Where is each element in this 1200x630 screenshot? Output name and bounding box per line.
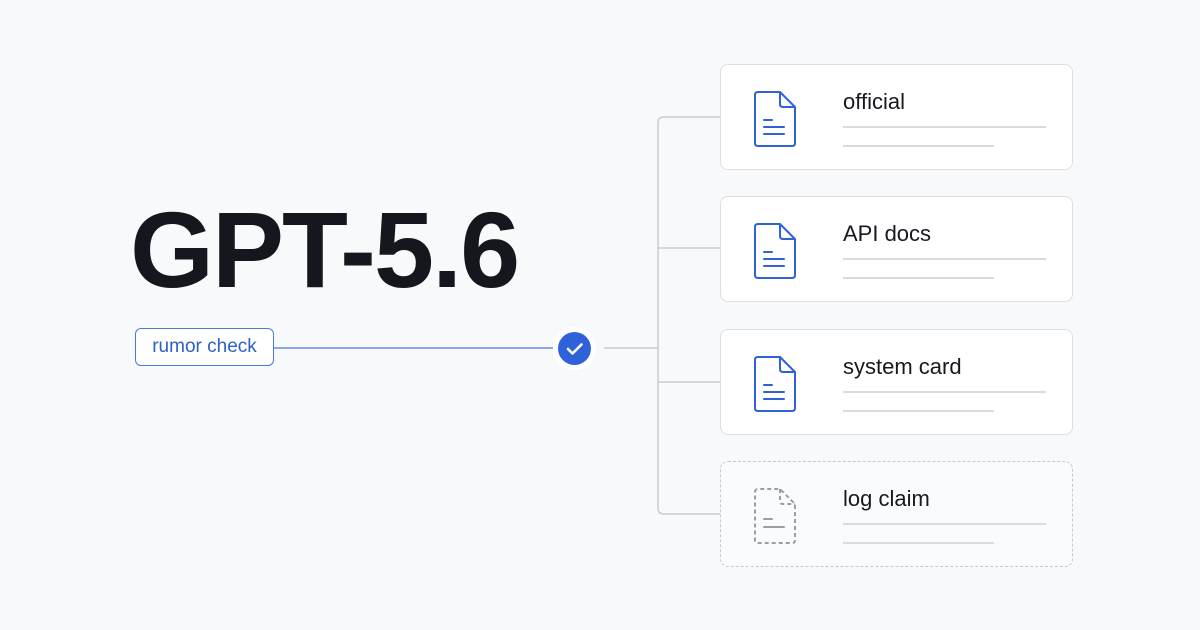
- check-icon: [558, 332, 591, 365]
- placeholder-line: [843, 542, 994, 544]
- source-card-log-claim: log claim: [720, 461, 1073, 567]
- placeholder-line: [843, 277, 994, 279]
- document-icon: [752, 222, 798, 280]
- placeholder-line: [843, 145, 994, 147]
- source-card-system-card: system card: [720, 329, 1073, 435]
- source-card-official: official: [720, 64, 1073, 170]
- source-title: system card: [843, 354, 962, 379]
- source-title: official: [843, 89, 905, 114]
- rumor-check-tag: rumor check: [135, 328, 274, 366]
- document-icon: [752, 487, 798, 545]
- placeholder-line: [843, 523, 1046, 525]
- headline: GPT-5.6: [130, 189, 520, 310]
- source-title: API docs: [843, 221, 932, 246]
- trunk-line: [657, 116, 720, 515]
- placeholder-line: [843, 258, 1046, 260]
- placeholder-line: [843, 391, 1046, 393]
- source-card-api-docs: API docs: [720, 196, 1073, 302]
- document-icon: [752, 355, 798, 413]
- source-title: log claim: [843, 486, 930, 511]
- document-icon: [752, 90, 798, 148]
- placeholder-line: [843, 410, 994, 412]
- placeholder-line: [843, 126, 1046, 128]
